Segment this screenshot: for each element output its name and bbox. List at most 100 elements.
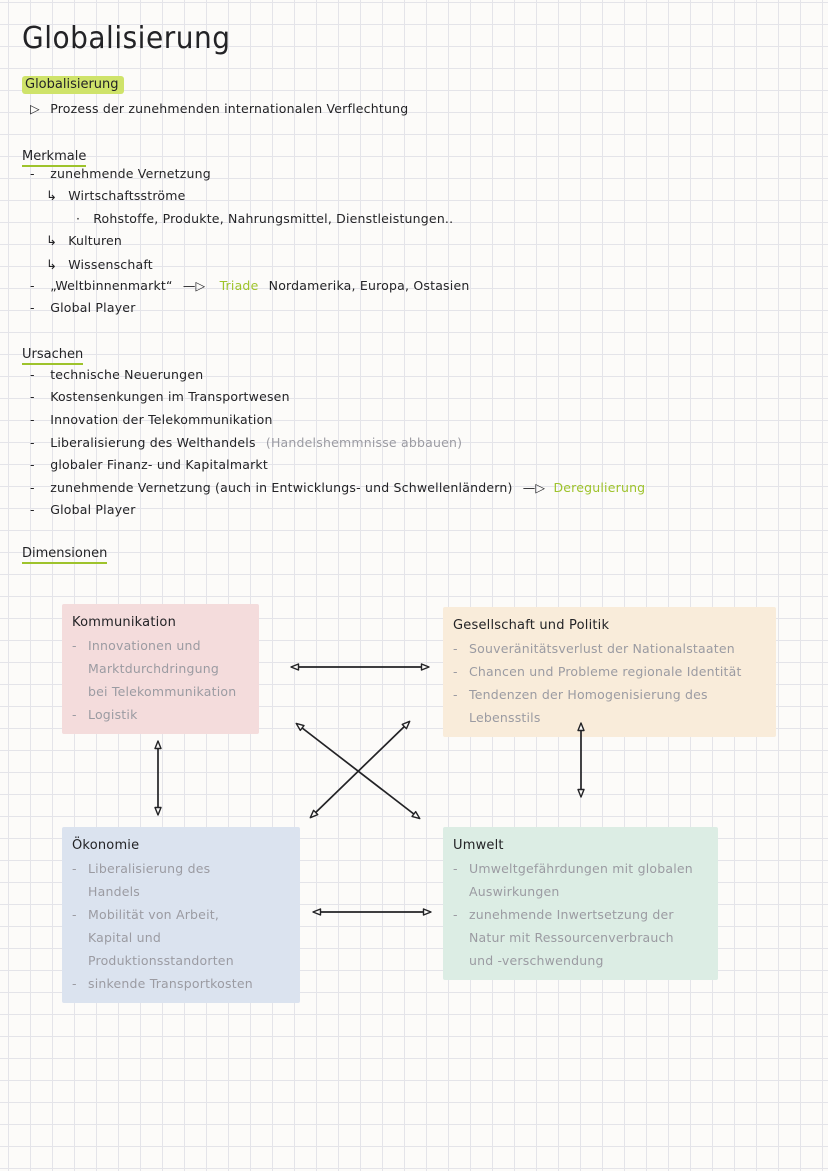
section-merkmale: Merkmale xyxy=(22,145,87,167)
box-item-line: Chancen und Probleme regionale Identität xyxy=(469,664,742,679)
box-item-line: Logistik xyxy=(88,707,138,722)
list-item-text: Rohstoffe, Produkte, Nahrungsmittel, Die… xyxy=(93,211,454,226)
box-title: Ökonomie xyxy=(72,838,140,853)
indent xyxy=(453,880,469,903)
list-item-text: Kulturen xyxy=(68,233,123,248)
dash-bullet-icon: - xyxy=(30,480,35,495)
box-item-line: Natur mit Ressourcenverbrauch xyxy=(469,930,674,945)
ursachen-heading: Ursachen xyxy=(22,347,84,365)
box-title: Kommunikation xyxy=(72,615,177,630)
merkmale-heading: Merkmale xyxy=(22,149,87,167)
list-item: - „Weltbinnenmarkt“ —▷ Triade Nordamerik… xyxy=(30,278,469,293)
list-item: - Kostensenkungen im Transportwesen xyxy=(30,389,290,404)
list-item: ↳ Wissenschaft xyxy=(46,257,153,273)
box-item-line: Mobilität von Arbeit, xyxy=(88,907,220,922)
indent xyxy=(72,949,88,972)
dash-bullet-icon: - xyxy=(453,687,458,702)
box-item: Handels xyxy=(72,880,290,903)
box-item-line: Souveränitätsverlust der Nationalstaaten xyxy=(469,641,735,656)
list-item-text: Innovation der Telekommunikation xyxy=(50,412,273,427)
dash-bullet-icon: - xyxy=(453,861,458,876)
box-title: Umwelt xyxy=(453,838,504,853)
box-item: -Innovationen und xyxy=(72,634,249,657)
keyword-triade: Triade xyxy=(219,278,259,293)
box-item-line: sinkende Transportkosten xyxy=(88,976,253,991)
list-item: - Innovation der Telekommunikation xyxy=(30,412,273,427)
box-item: und -verschwendung xyxy=(453,949,708,972)
dash-bullet-icon: - xyxy=(30,435,35,450)
dash-bullet-icon: - xyxy=(72,976,77,991)
branch-arrow-icon: ↳ xyxy=(46,258,58,273)
list-item-text: Liberalisierung des Welthandels xyxy=(50,435,256,450)
list-item: - globaler Finanz- und Kapitalmarkt xyxy=(30,457,268,472)
indent xyxy=(72,680,88,703)
box-item-line: Marktdurchdringung xyxy=(88,661,220,676)
box-item-line: Handels xyxy=(88,884,140,899)
list-item: - technische Neuerungen xyxy=(30,367,203,382)
link-arrow-icon: —▷ xyxy=(182,278,206,293)
branch-arrow-icon: ↳ xyxy=(46,234,58,249)
box-item: -Logistik xyxy=(72,703,249,726)
branch-arrow-icon: ↳ xyxy=(46,189,58,204)
box-item-line: Umweltgefährdungen mit globalen xyxy=(469,861,693,876)
box-kommunikation: Kommunikation -Innovationen und Marktdur… xyxy=(62,604,259,734)
dash-bullet-icon: - xyxy=(30,300,35,315)
term-highlighted: Globalisierung xyxy=(22,76,124,94)
indent xyxy=(72,926,88,949)
dot-bullet-icon: · xyxy=(76,211,81,226)
dash-bullet-icon: - xyxy=(30,166,35,181)
box-item-line: zunehmende Inwertsetzung der xyxy=(469,907,674,922)
link-arrow-icon: —▷ xyxy=(522,480,546,495)
list-item-note: (Handelshemmnisse abbauen) xyxy=(265,435,463,450)
dash-bullet-icon: - xyxy=(453,641,458,656)
list-item-text: zunehmende Vernetzung (auch in Entwicklu… xyxy=(50,480,513,495)
box-item-line: und -verschwendung xyxy=(469,953,604,968)
dash-bullet-icon: - xyxy=(72,861,77,876)
box-item-line: Kapital und xyxy=(88,930,162,945)
box-item: -Chancen und Probleme regionale Identitä… xyxy=(453,660,766,683)
dash-bullet-icon: - xyxy=(30,412,35,427)
list-item: ↳ Kulturen xyxy=(46,233,122,249)
list-item: - zunehmende Vernetzung (auch in Entwick… xyxy=(30,480,651,495)
section-dimensionen: Dimensionen xyxy=(22,542,108,564)
indent xyxy=(453,926,469,949)
box-item: -zunehmende Inwertsetzung der xyxy=(453,903,708,926)
box-item: Marktdurchdringung xyxy=(72,657,249,680)
list-item: - Liberalisierung des Welthandels (Hande… xyxy=(30,435,462,450)
box-item-line: bei Telekommunikation xyxy=(88,684,237,699)
list-item: - Global Player xyxy=(30,300,136,315)
box-title: Gesellschaft und Politik xyxy=(453,618,610,633)
box-item-line: Auswirkungen xyxy=(469,884,560,899)
dash-bullet-icon: - xyxy=(72,907,77,922)
box-item-line: Tendenzen der Homogenisierung des Lebens… xyxy=(469,687,708,725)
list-item-text: globaler Finanz- und Kapitalmarkt xyxy=(50,457,268,472)
box-item: -Souveränitätsverlust der Nationalstaate… xyxy=(453,637,766,660)
list-item-text: Global Player xyxy=(50,502,136,517)
definition-text: Prozess der zunehmenden internationalen … xyxy=(50,101,409,116)
dash-bullet-icon: - xyxy=(30,502,35,517)
dash-bullet-icon: - xyxy=(453,664,458,679)
box-gesellschaft-politik: Gesellschaft und Politik -Souveränitätsv… xyxy=(443,607,776,737)
section-ursachen: Ursachen xyxy=(22,343,84,365)
list-item-text: Nordamerika, Europa, Ostasien xyxy=(268,278,470,293)
box-item: -Tendenzen der Homogenisierung des Leben… xyxy=(453,683,766,729)
box-oekonomie: Ökonomie -Liberalisierung des Handels -M… xyxy=(62,827,300,1003)
list-item-text: Kostensenkungen im Transportwesen xyxy=(50,389,290,404)
list-item: ↳ Wirtschaftsströme xyxy=(46,188,186,204)
box-item: Natur mit Ressourcenverbrauch xyxy=(453,926,708,949)
keyword-deregulierung: Deregulierung xyxy=(553,480,646,495)
box-item: Produktionsstandorten xyxy=(72,949,290,972)
indent xyxy=(72,880,88,903)
page-title: Globalisierung xyxy=(22,20,231,56)
dash-bullet-icon: - xyxy=(30,278,35,293)
list-item-text: „Weltbinnenmarkt“ xyxy=(50,278,173,293)
box-item: bei Telekommunikation xyxy=(72,680,249,703)
dash-bullet-icon: - xyxy=(30,367,35,382)
box-umwelt: Umwelt -Umweltgefährdungen mit globalen … xyxy=(443,827,718,980)
dash-bullet-icon: - xyxy=(72,707,77,722)
list-item-text: technische Neuerungen xyxy=(50,367,204,382)
box-item: -sinkende Transportkosten xyxy=(72,972,290,995)
list-item: - Global Player xyxy=(30,502,136,517)
list-item: - zunehmende Vernetzung xyxy=(30,166,211,181)
box-item: -Mobilität von Arbeit, xyxy=(72,903,290,926)
